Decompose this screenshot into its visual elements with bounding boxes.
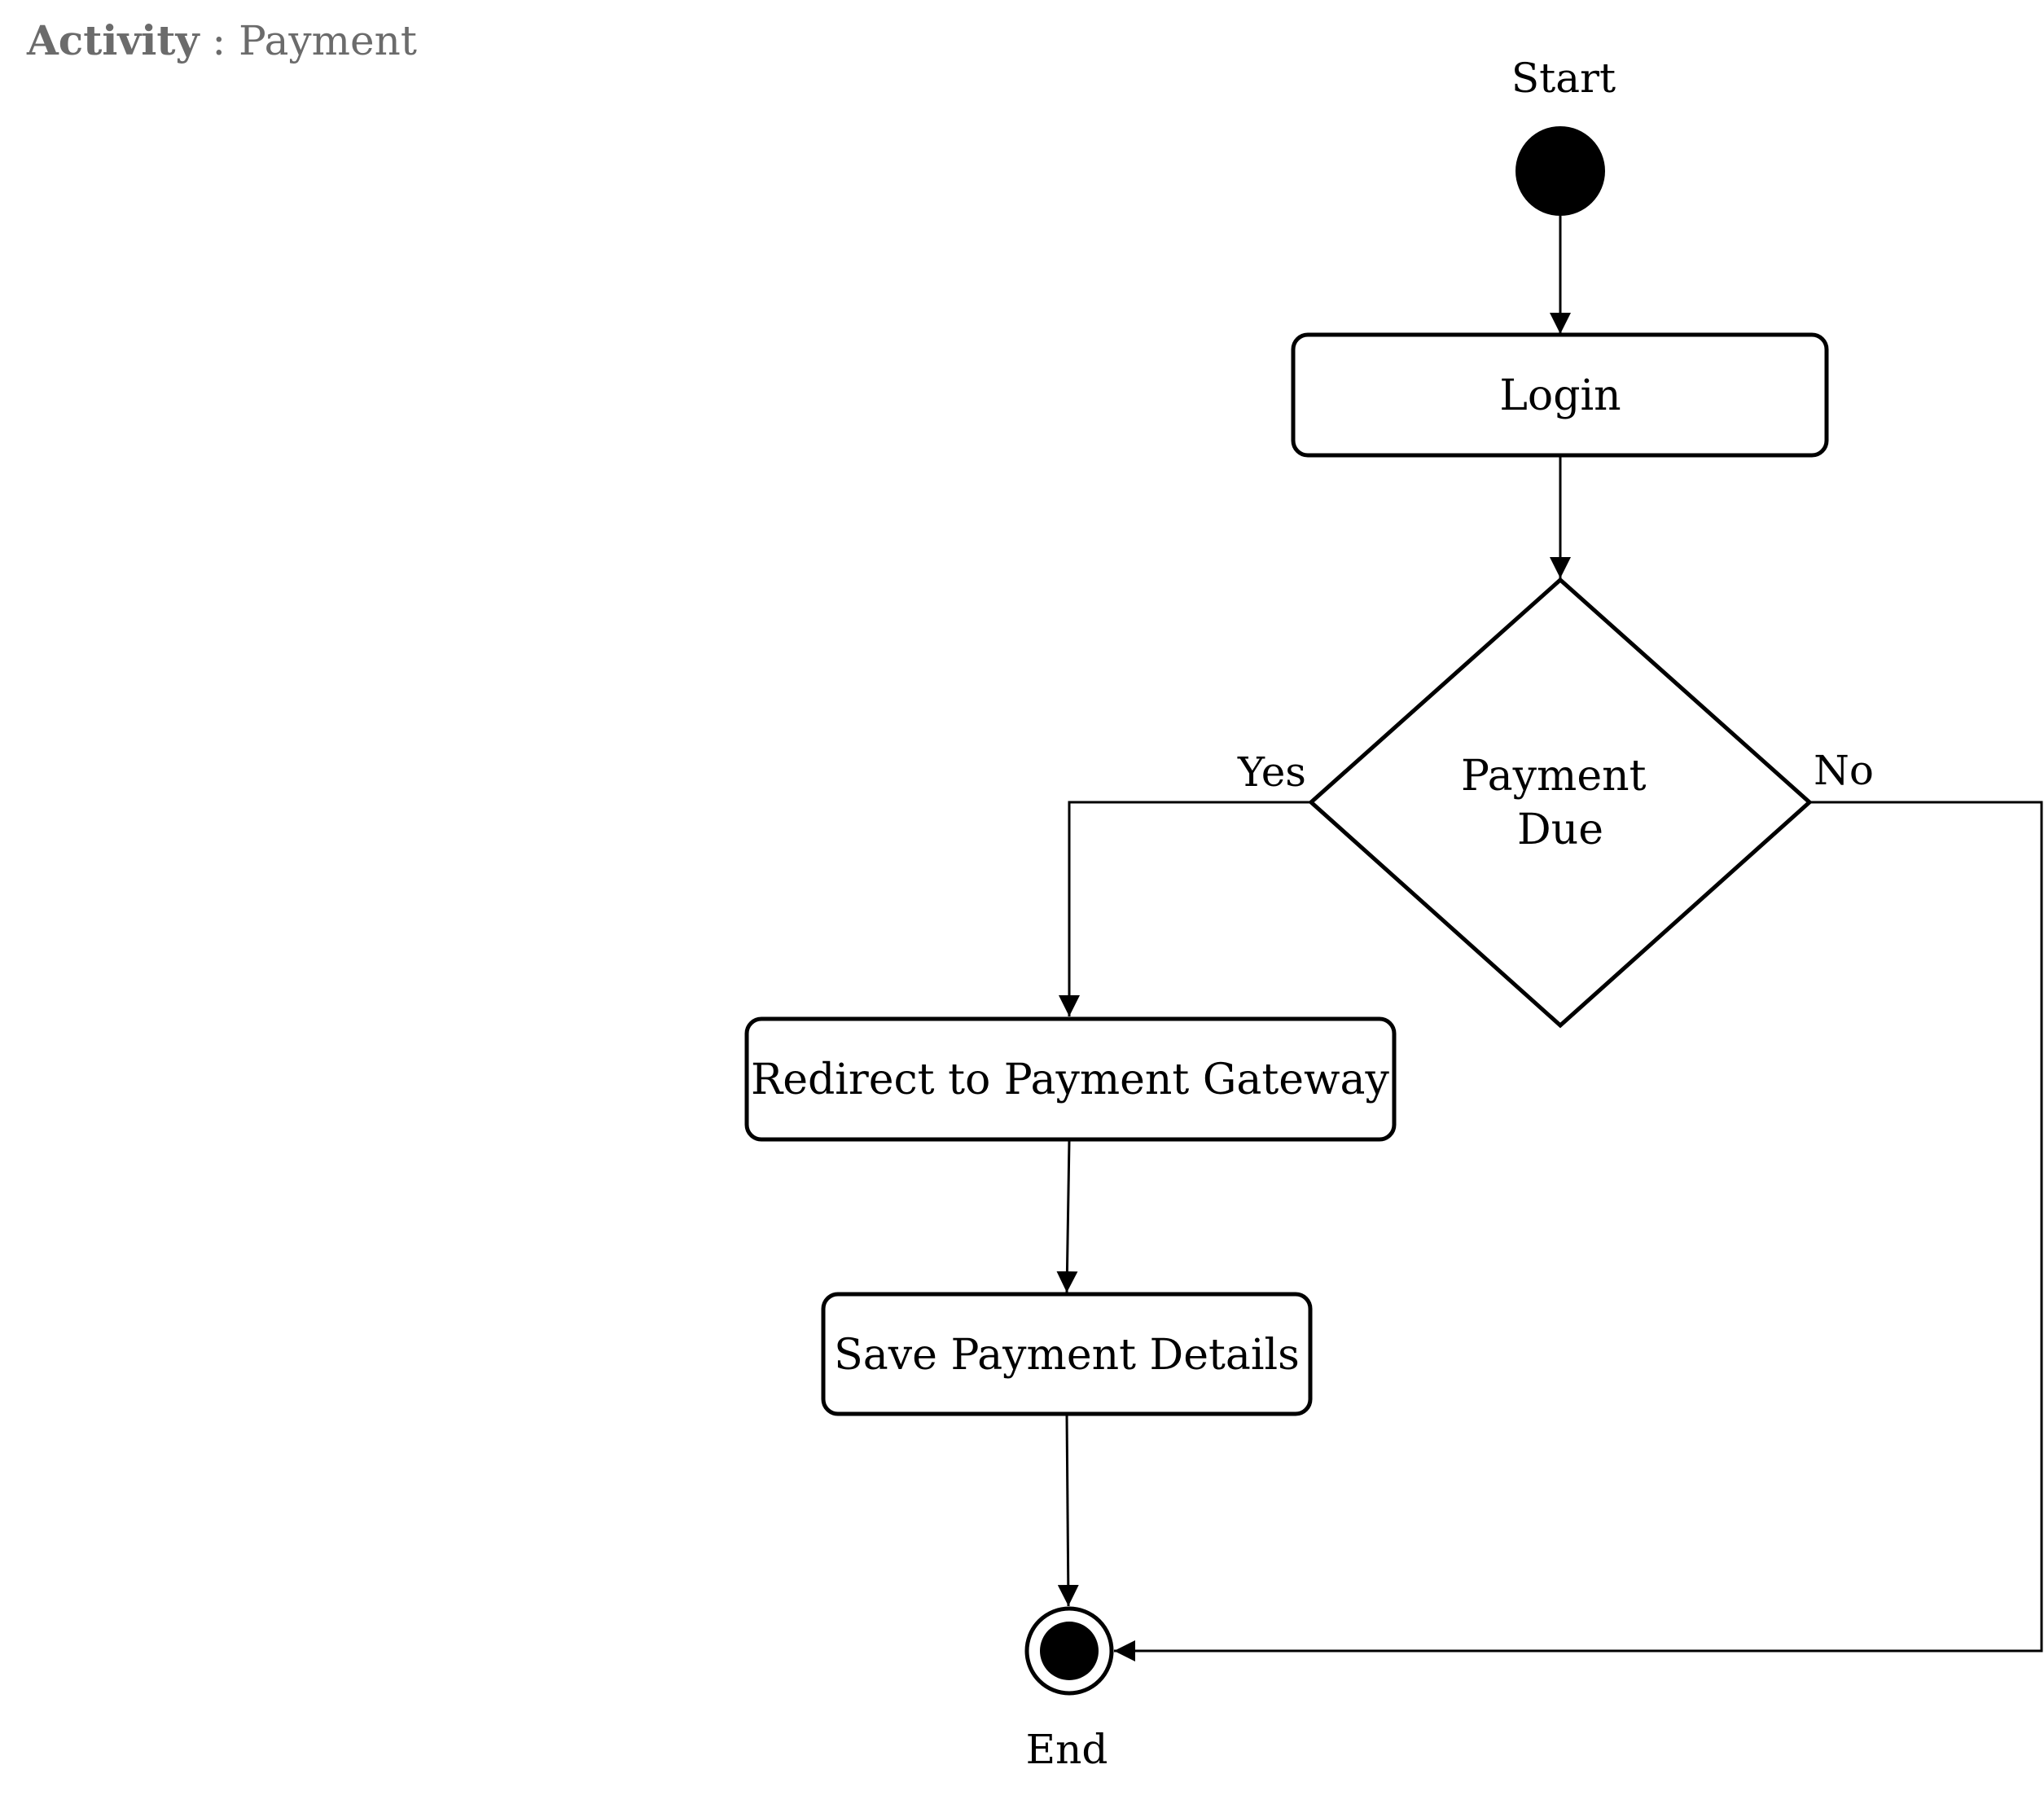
diagram-title-name: Payment bbox=[239, 17, 417, 64]
diagram-title-keyword: Activity bbox=[26, 16, 200, 64]
redirect-action bbox=[744, 1016, 1397, 1142]
start-label: Start bbox=[1511, 55, 1616, 102]
end-node-inner bbox=[1040, 1622, 1099, 1680]
save-action bbox=[821, 1292, 1313, 1416]
edge-redirect-to-save bbox=[1056, 1139, 1078, 1293]
edge-decision-yes-to-redirect bbox=[1059, 801, 1311, 1016]
diagram-title: Activity : Payment bbox=[26, 16, 417, 64]
save-label: Save Payment Details bbox=[834, 1331, 1300, 1380]
edge-save-to-end bbox=[1057, 1414, 1079, 1607]
redirect-label: Redirect to Payment Gateway bbox=[751, 1056, 1390, 1104]
decision-label: Payment Due bbox=[1461, 752, 1660, 854]
end-label: End bbox=[1026, 1726, 1108, 1773]
payment-due-decision bbox=[1308, 577, 1813, 1029]
login-action bbox=[1291, 332, 1829, 458]
start-node bbox=[1515, 126, 1605, 216]
diagram-title-separator: : bbox=[200, 17, 239, 64]
decision-label-line2: Due bbox=[1517, 805, 1603, 854]
login-label: Login bbox=[1499, 371, 1621, 420]
edge-decision-no-to-end bbox=[1114, 801, 2043, 1661]
yes-guard-label: Yes bbox=[1237, 748, 1306, 796]
decision-label-line1: Payment bbox=[1461, 752, 1647, 801]
no-guard-label: No bbox=[1814, 747, 1874, 794]
